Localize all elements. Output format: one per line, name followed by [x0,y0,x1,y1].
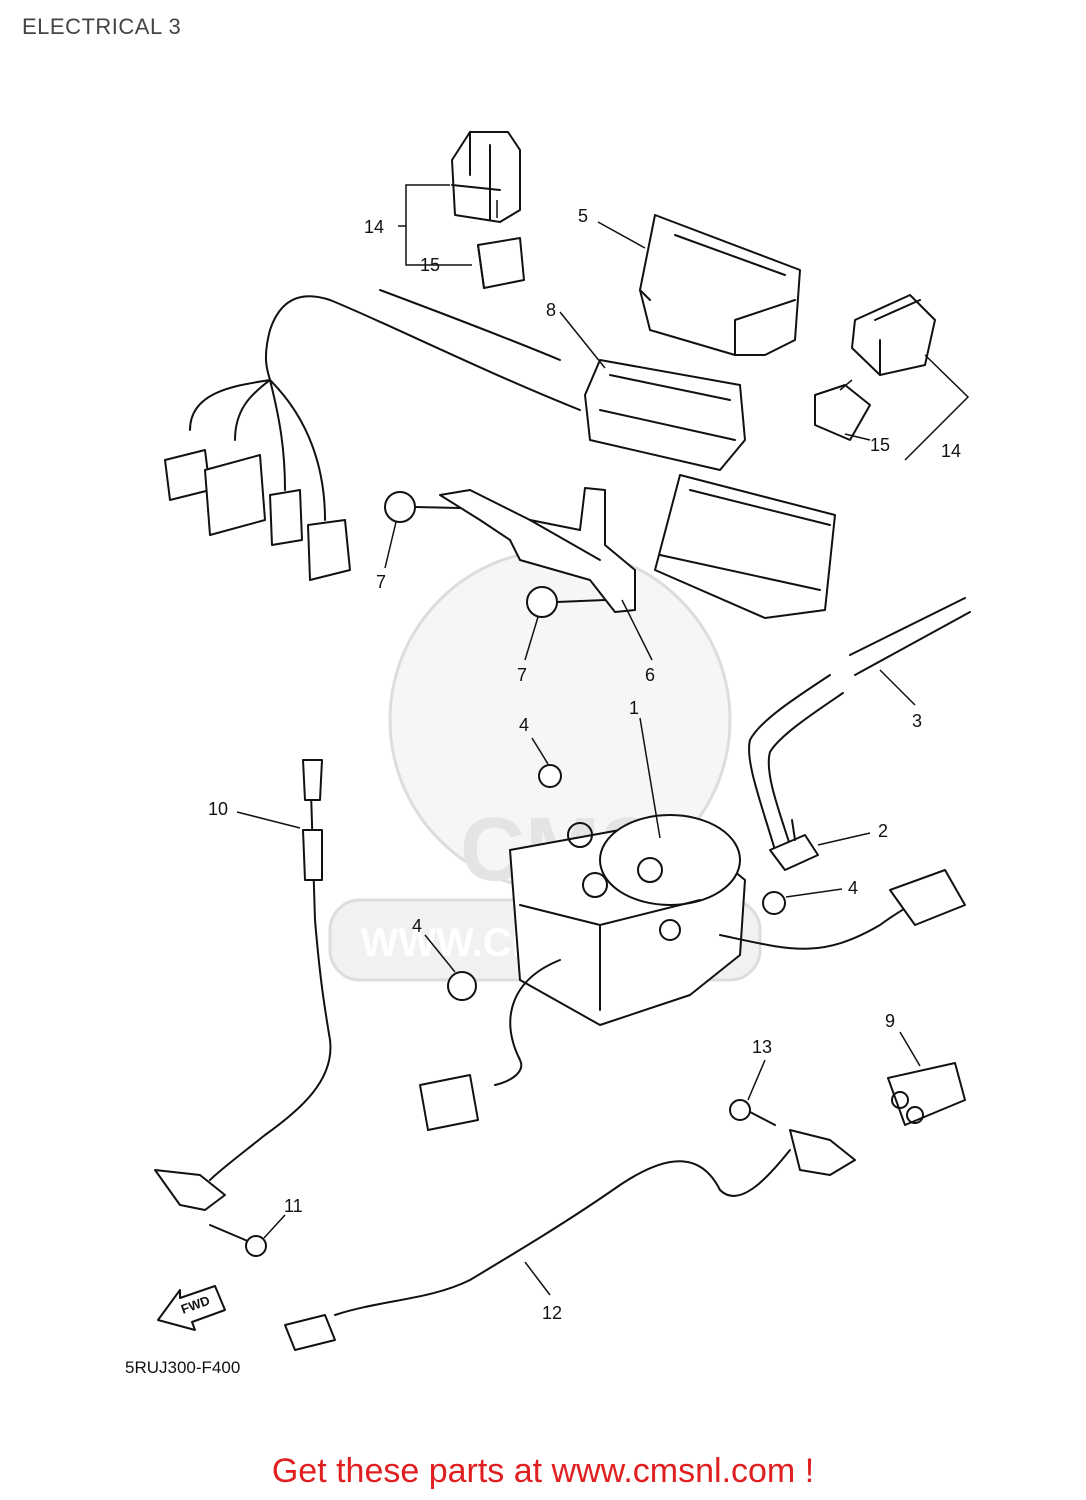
leader-9 [899,1031,921,1067]
callout-12: 12 [542,1303,562,1323]
fitting-part-2[interactable] [769,819,819,871]
hose-part-3[interactable] [748,597,971,851]
callout-7-upper: 7 [376,572,386,592]
leader-11 [263,1214,286,1239]
callout-9: 9 [885,1011,895,1031]
parts-diagram: CMS WWW.CMSNL.COM 14 15 5 8 [125,131,971,1377]
leader-8 [559,311,606,369]
bolt-part-13[interactable] [729,1099,776,1126]
leader-13 [747,1059,766,1101]
callout-6: 6 [645,665,655,685]
callout-4-upper: 4 [519,715,529,735]
bracket-part-14-15-right [839,354,970,461]
callout-13: 13 [752,1037,772,1057]
leader-6 [621,599,653,661]
relay-right-part-14[interactable] [814,294,936,441]
bolt-part-11[interactable] [209,1224,267,1257]
leader-4-left [424,934,456,973]
fwd-arrow-icon: FWD [157,1285,226,1331]
leader-3 [879,669,916,706]
bracket-part-14-15-top [398,184,498,266]
leader-12 [524,1261,551,1296]
leader-7-lower [524,616,539,661]
footer-parts-link[interactable]: Get these parts at www.cmsnl.com ! [271,1452,815,1490]
ecu-part-5[interactable] [639,214,801,356]
callout-7-lower: 7 [517,665,527,685]
callout-5: 5 [578,206,588,226]
wheel-sensor-part-12[interactable] [284,1129,856,1351]
callout-14-top: 14 [364,217,384,237]
wheel-sensor-part-10[interactable] [154,759,332,1211]
coupler-part-9[interactable] [887,1062,966,1126]
nut-part-4-upper[interactable] [538,764,562,788]
callout-14-right: 14 [941,441,961,461]
leader-7-upper [384,521,397,569]
leader-2 [817,832,871,846]
page-title: ELECTRICAL 3 [22,14,182,39]
bracket-part-6[interactable] [439,487,636,613]
callout-1: 1 [629,698,639,718]
leader-4-upper [531,737,549,765]
leader-4-right [785,888,843,898]
relay-top-part-14[interactable] [451,131,525,289]
callout-15-right: 15 [870,435,890,455]
callout-11: 11 [284,1196,303,1216]
callout-10: 10 [208,799,228,819]
callout-2: 2 [878,821,888,841]
harness-connector-part-8[interactable] [584,359,836,619]
unit-wires[interactable] [419,869,966,1131]
nut-part-4-left[interactable] [447,971,477,1001]
bolt-part-7-lower[interactable] [526,586,606,618]
callout-4-right: 4 [848,878,858,898]
leader-10 [236,811,301,829]
diagram-code: 5RUJ300-F400 [125,1358,240,1377]
bolt-part-7-upper[interactable] [384,491,461,523]
callout-8: 8 [546,300,556,320]
leader-1 [639,717,661,839]
callout-3: 3 [912,711,922,731]
nut-part-4-right[interactable] [762,891,786,915]
leader-5 [597,221,646,249]
wiring-harness[interactable] [164,289,581,581]
callout-4-left: 4 [412,916,422,936]
callout-15-top: 15 [420,255,440,275]
hydraulic-unit-part-1[interactable] [509,814,746,1026]
